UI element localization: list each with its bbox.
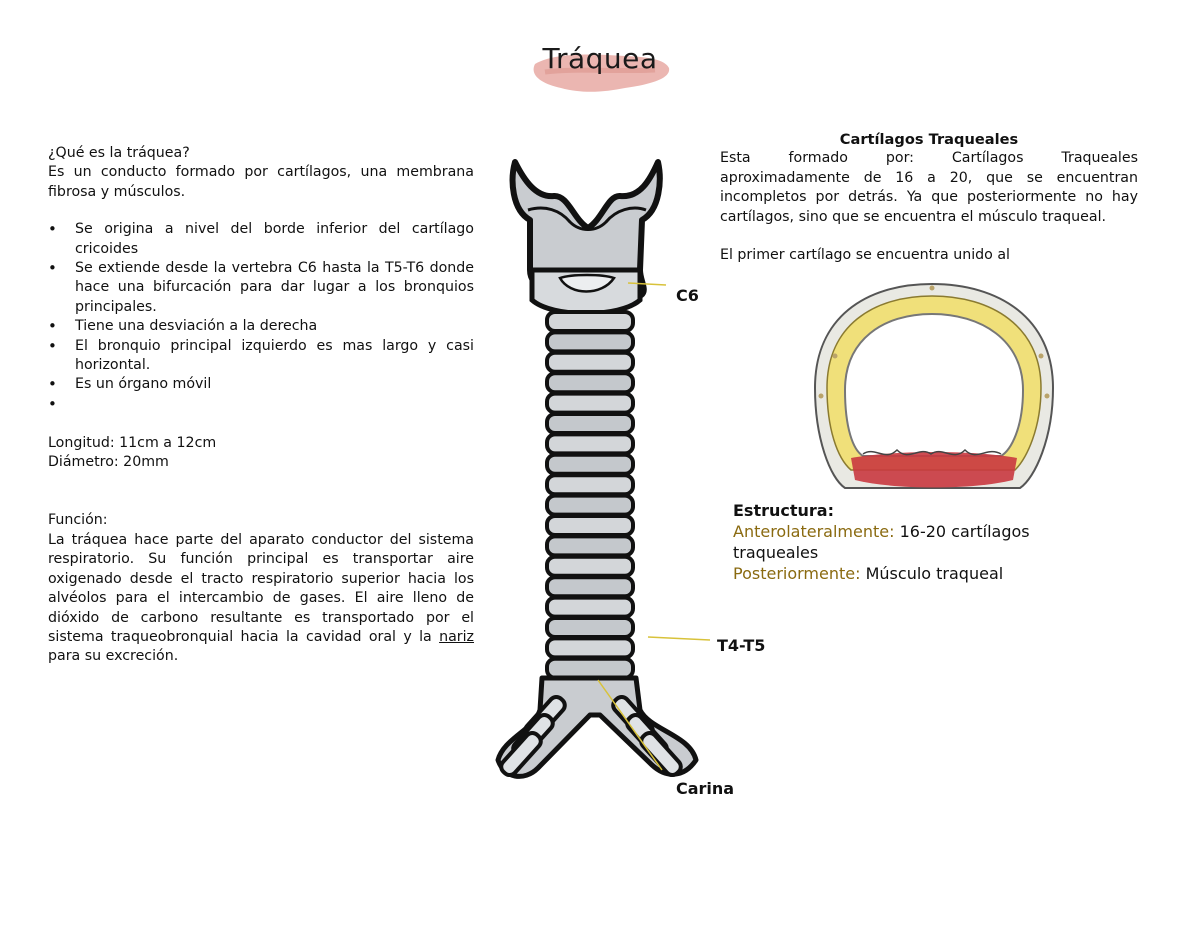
tracheal-ring [545,595,635,619]
label-c6: C6 [676,286,699,305]
tracheal-ring [545,310,635,333]
tracheal-ring [545,514,635,537]
tracheal-ring [545,554,635,578]
cross-section-illustration [813,282,1055,489]
diameter-text: Diámetro: 20mm [48,454,169,471]
list-item: Es un órgano móvil [48,375,474,395]
title-smudge [533,54,670,92]
posterior-row: Posteriormente: Músculo traqueal [733,563,1093,584]
tracheal-ring [545,452,635,476]
tracheal-ring [545,350,635,374]
tracheal-ring [545,412,635,435]
tracheal-ring [545,371,635,395]
page-title: Tráquea [542,42,658,75]
list-item: El bronquio principal izquierdo es mas l… [48,337,474,376]
function-text: La tráquea hace parte del aparato conduc… [48,531,474,667]
tracheal-ring [545,493,635,517]
tracheal-ring [545,534,635,558]
cartilagos-text-2: El primer cartílago se encuentra unido a… [720,247,1010,264]
right-column: Cartílagos Traqueales Esta formado por: … [720,130,1138,266]
list-item: Se origina a nivel del borde inferior de… [48,220,474,259]
length-text: Longitud: 11cm a 12cm [48,434,217,451]
structure-block: Estructura: Anterolateralmente: 16-20 ca… [733,500,1093,584]
posterior-label: Posteriormente: [733,564,861,583]
question-heading: ¿Qué es la tráquea? [48,145,190,161]
structure-heading: Estructura: [733,501,834,520]
posterior-value: Músculo traqueal [865,564,1004,583]
function-text-end: para su excreción. [48,648,179,665]
title-block: Tráquea [525,38,675,98]
facts-list: Se origina a nivel del borde inferior de… [48,220,474,414]
tracheal-ring [545,473,635,497]
trachealis-muscle [851,452,1017,488]
cartilagos-text: Esta formado por: Cartílagos Traqueales … [720,150,1138,225]
function-text-part: La tráquea hace parte del aparato conduc… [48,531,474,645]
nariz-link[interactable]: nariz [439,628,474,645]
lumen [843,312,1025,457]
cartilagos-heading: Cartílagos Traqueales [839,131,1019,148]
tracheal-ring [545,391,635,415]
anterolateral-value: 16-20 cartílagos traqueales [733,522,1030,562]
trachea-illustration [495,159,711,779]
definition-text: Es un conducto formado por cartílagos, u… [48,164,474,200]
anterolateral-row: Anterolateralmente: 16-20 cartílagos tra… [733,521,1093,563]
label-t4-t5: T4-T5 [717,636,766,655]
anterolateral-label: Anterolateralmente: [733,522,895,541]
list-item [48,395,474,415]
tracheal-ring [545,616,635,639]
label-carina: Carina [676,779,735,798]
tracheal-ring [545,432,635,456]
tracheal-ring [545,636,635,660]
tracheal-rings [545,310,635,680]
list-item: Tiene una desviación a la derecha [48,317,474,337]
tracheal-ring [545,330,635,354]
tracheal-ring [545,656,635,680]
left-column: ¿Qué es la tráquea? Es un conducto forma… [48,144,474,667]
list-item: Se extiende desde la vertebra C6 hasta l… [48,259,474,317]
function-heading: Función: [48,512,108,529]
tracheal-ring [545,575,635,599]
